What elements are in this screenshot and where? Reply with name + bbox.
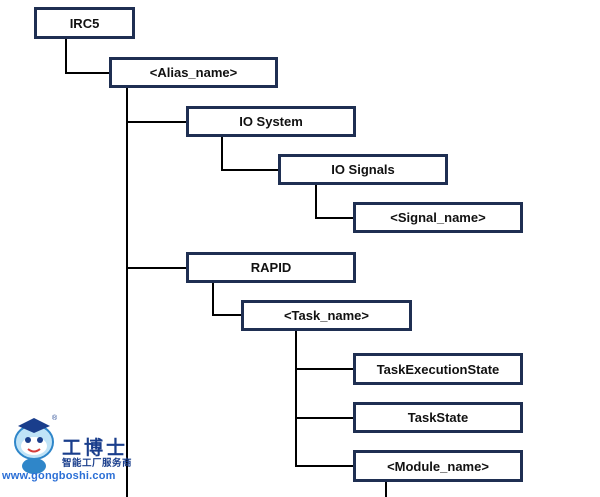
- node-task-name: <Task_name>: [241, 300, 412, 331]
- node-module-name-label: <Module_name>: [387, 458, 489, 474]
- node-signal-name: <Signal_name>: [353, 202, 523, 233]
- node-task-state: TaskState: [353, 402, 523, 433]
- watermark-mascot-icon: [14, 418, 54, 474]
- node-task-state-label: TaskState: [407, 410, 469, 425]
- connector-task-trunk: [295, 331, 354, 467]
- node-task-execution-state-label: TaskExecutionState: [376, 361, 500, 377]
- node-signal-name-label: <Signal_name>: [390, 210, 486, 225]
- connector-irc5-alias: [65, 38, 110, 74]
- node-io-signals-label: IO Signals: [331, 162, 395, 177]
- watermark-url: www.gongboshi.com: [2, 470, 116, 482]
- watermark-brand: 工博士: [62, 438, 129, 459]
- node-rapid: RAPID: [186, 252, 356, 283]
- connector-rapid-task: [212, 282, 242, 316]
- node-module-name: <Module_name>: [353, 450, 523, 482]
- node-irc5-label: IRC5: [69, 15, 100, 31]
- connector-io-signals-signal-name: [315, 184, 354, 219]
- node-task-execution-state: TaskExecutionState: [353, 353, 523, 385]
- connector-io-system-signals: [221, 136, 279, 171]
- node-alias-name-label: <Alias_name>: [149, 65, 238, 80]
- node-io-system-label: IO System: [239, 114, 303, 129]
- node-alias-name: <Alias_name>: [109, 57, 278, 88]
- node-rapid-label: RAPID: [250, 260, 292, 275]
- node-irc5: IRC5: [34, 7, 135, 39]
- node-io-signals: IO Signals: [278, 154, 448, 185]
- watermark-tagline: 智能工厂服务商: [62, 458, 133, 469]
- watermark-registered-mark: ®: [52, 415, 58, 422]
- node-io-system: IO System: [186, 106, 356, 137]
- node-task-name-label: <Task_name>: [283, 308, 370, 323]
